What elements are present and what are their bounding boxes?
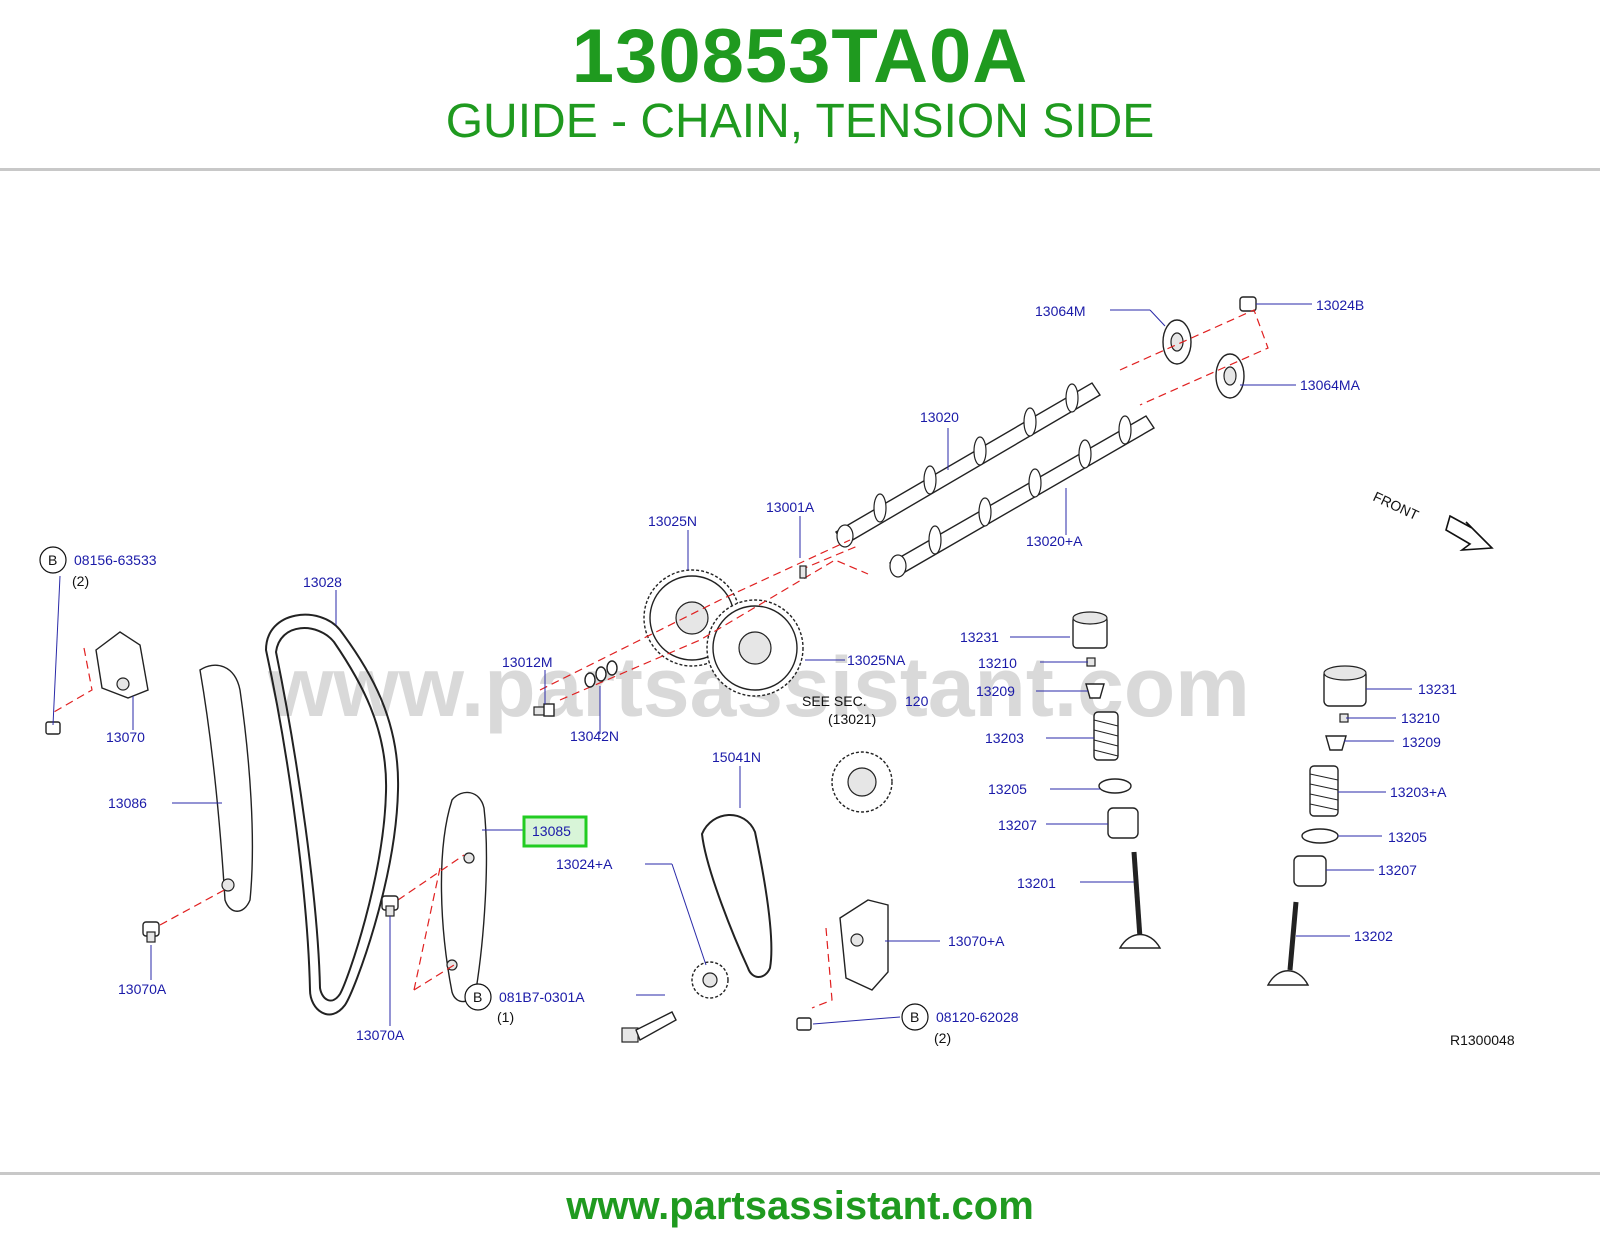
crankshaft-bolt	[621, 1011, 677, 1043]
bolt-08120-62028	[796, 1017, 812, 1031]
secondary-chain	[700, 814, 773, 978]
camshaft-position-sensor-plate-a	[1215, 353, 1245, 399]
bolt-13070a-center	[381, 895, 399, 917]
part-number-title: 130853TA0A	[571, 14, 1029, 99]
part-label[interactable]: 13207	[998, 817, 1037, 833]
label-highlighted-part[interactable]: 13085	[532, 823, 571, 839]
part-label[interactable]: 13202	[1354, 928, 1393, 944]
seal-rings	[584, 660, 618, 688]
valve-spring-a	[1093, 711, 1119, 761]
footer-website[interactable]: www.partsassistant.com	[566, 1184, 1034, 1228]
callout-badge-2: B	[473, 989, 482, 1005]
plug-13024b	[1239, 296, 1257, 312]
part-label[interactable]: 13231	[1418, 681, 1457, 697]
part-label[interactable]: 13020	[920, 409, 959, 425]
dowel-pin	[799, 565, 807, 579]
part-label[interactable]: 13042N	[570, 728, 619, 744]
callout-badge-3: B	[910, 1009, 919, 1025]
callout-badge-1: B	[48, 552, 57, 568]
part-label[interactable]: 13064M	[1035, 303, 1086, 319]
highlighted-part-box[interactable]	[522, 815, 588, 848]
part-label[interactable]: 13028	[303, 574, 342, 590]
part-label[interactable]: 13203+A	[1390, 784, 1447, 800]
part-label[interactable]: 13209	[976, 683, 1015, 699]
idler-gear	[831, 751, 893, 813]
valve-lifter-13231-b	[1323, 665, 1367, 707]
diagram-reference-code: R1300048	[1450, 1032, 1515, 1048]
bolt-callout-3: B 08120-62028 (2)	[901, 1003, 1019, 1046]
chain-guide-slack-side	[199, 664, 254, 912]
part-label[interactable]: 13205	[1388, 829, 1427, 845]
part-label[interactable]: 13201	[1017, 875, 1056, 891]
callout-part-2[interactable]: 081B7-0301A	[499, 989, 585, 1005]
part-label[interactable]: 13070A	[356, 1027, 405, 1043]
part-label[interactable]: 13205	[988, 781, 1027, 797]
valve-spring-seat-b	[1301, 828, 1339, 844]
front-indicator-label: FRONT	[1371, 488, 1422, 523]
part-label[interactable]: 13231	[960, 629, 999, 645]
front-arrow-icon	[1445, 514, 1494, 551]
part-label[interactable]: 13203	[985, 730, 1024, 746]
callout-part-3[interactable]: 08120-62028	[936, 1009, 1019, 1025]
part-label[interactable]: 13070	[106, 729, 145, 745]
exhaust-valve	[1266, 901, 1310, 986]
camshaft-upper	[835, 382, 1101, 548]
part-label[interactable]: 13209	[1402, 734, 1441, 750]
part-label[interactable]: 15041N	[712, 749, 761, 765]
part-label[interactable]: 13086	[108, 795, 147, 811]
leader-lines	[52, 303, 1412, 1026]
part-label[interactable]: 13210	[978, 655, 1017, 671]
part-label[interactable]: 13024+A	[556, 856, 613, 872]
valve-collet-a	[1086, 657, 1096, 667]
bolt-13070a-left	[142, 921, 160, 943]
camshaft-sprocket-a	[706, 599, 804, 697]
bolt-13012m	[533, 703, 555, 717]
valve-retainer-a	[1085, 683, 1105, 699]
part-description: GUIDE - CHAIN, TENSION SIDE	[445, 95, 1155, 148]
part-label[interactable]: 13210	[1401, 710, 1440, 726]
see-section-number[interactable]: 120	[905, 693, 929, 709]
crankshaft-sprocket	[691, 961, 729, 999]
valve-spring-seat-a	[1098, 778, 1132, 794]
see-section-text: SEE SEC.	[802, 693, 867, 709]
bolt-callout-1: B 08156-63533 (2)	[39, 546, 157, 589]
callout-qty-1: (2)	[72, 573, 89, 589]
see-section-ref: (13021)	[828, 711, 876, 727]
timing-chain	[264, 613, 400, 1016]
part-labels: 13064M 13024B 13064MA 13020 13020+A 1300…	[106, 297, 1457, 1043]
valve-spring-b	[1309, 765, 1339, 817]
part-label[interactable]: 13070A	[118, 981, 167, 997]
header-divider	[0, 168, 1600, 171]
valve-retainer-b	[1325, 735, 1347, 751]
page-header: 130853TA0A GUIDE - CHAIN, TENSION SIDE	[0, 0, 1600, 168]
part-label[interactable]: 13070+A	[948, 933, 1005, 949]
part-label[interactable]: 13025NA	[847, 652, 906, 668]
chain-tensioner-a	[839, 899, 889, 991]
callout-part-1[interactable]: 08156-63533	[74, 552, 157, 568]
intake-valve	[1118, 851, 1162, 949]
part-label[interactable]: 13001A	[766, 499, 815, 515]
part-label[interactable]: 13012M	[502, 654, 553, 670]
camshaft-lower	[889, 415, 1155, 578]
part-label[interactable]: 13025N	[648, 513, 697, 529]
valve-lifter-13231-a	[1072, 611, 1108, 649]
bolt-callout-2: B 081B7-0301A (1)	[464, 983, 585, 1025]
part-label[interactable]: 13064MA	[1300, 377, 1361, 393]
footer-divider	[0, 1172, 1600, 1175]
part-label[interactable]: 13020+A	[1026, 533, 1083, 549]
chain-tensioner	[95, 631, 149, 699]
camshaft-position-sensor-plate	[1162, 319, 1192, 365]
valve-oil-seal-a	[1107, 807, 1139, 839]
part-label[interactable]: 13207	[1378, 862, 1417, 878]
chain-guide-tension-side	[440, 791, 488, 1003]
callout-qty-3: (2)	[934, 1030, 951, 1046]
part-label[interactable]: 13024B	[1316, 297, 1364, 313]
callout-qty-2: (1)	[497, 1009, 514, 1025]
valve-oil-seal-b	[1293, 855, 1327, 887]
